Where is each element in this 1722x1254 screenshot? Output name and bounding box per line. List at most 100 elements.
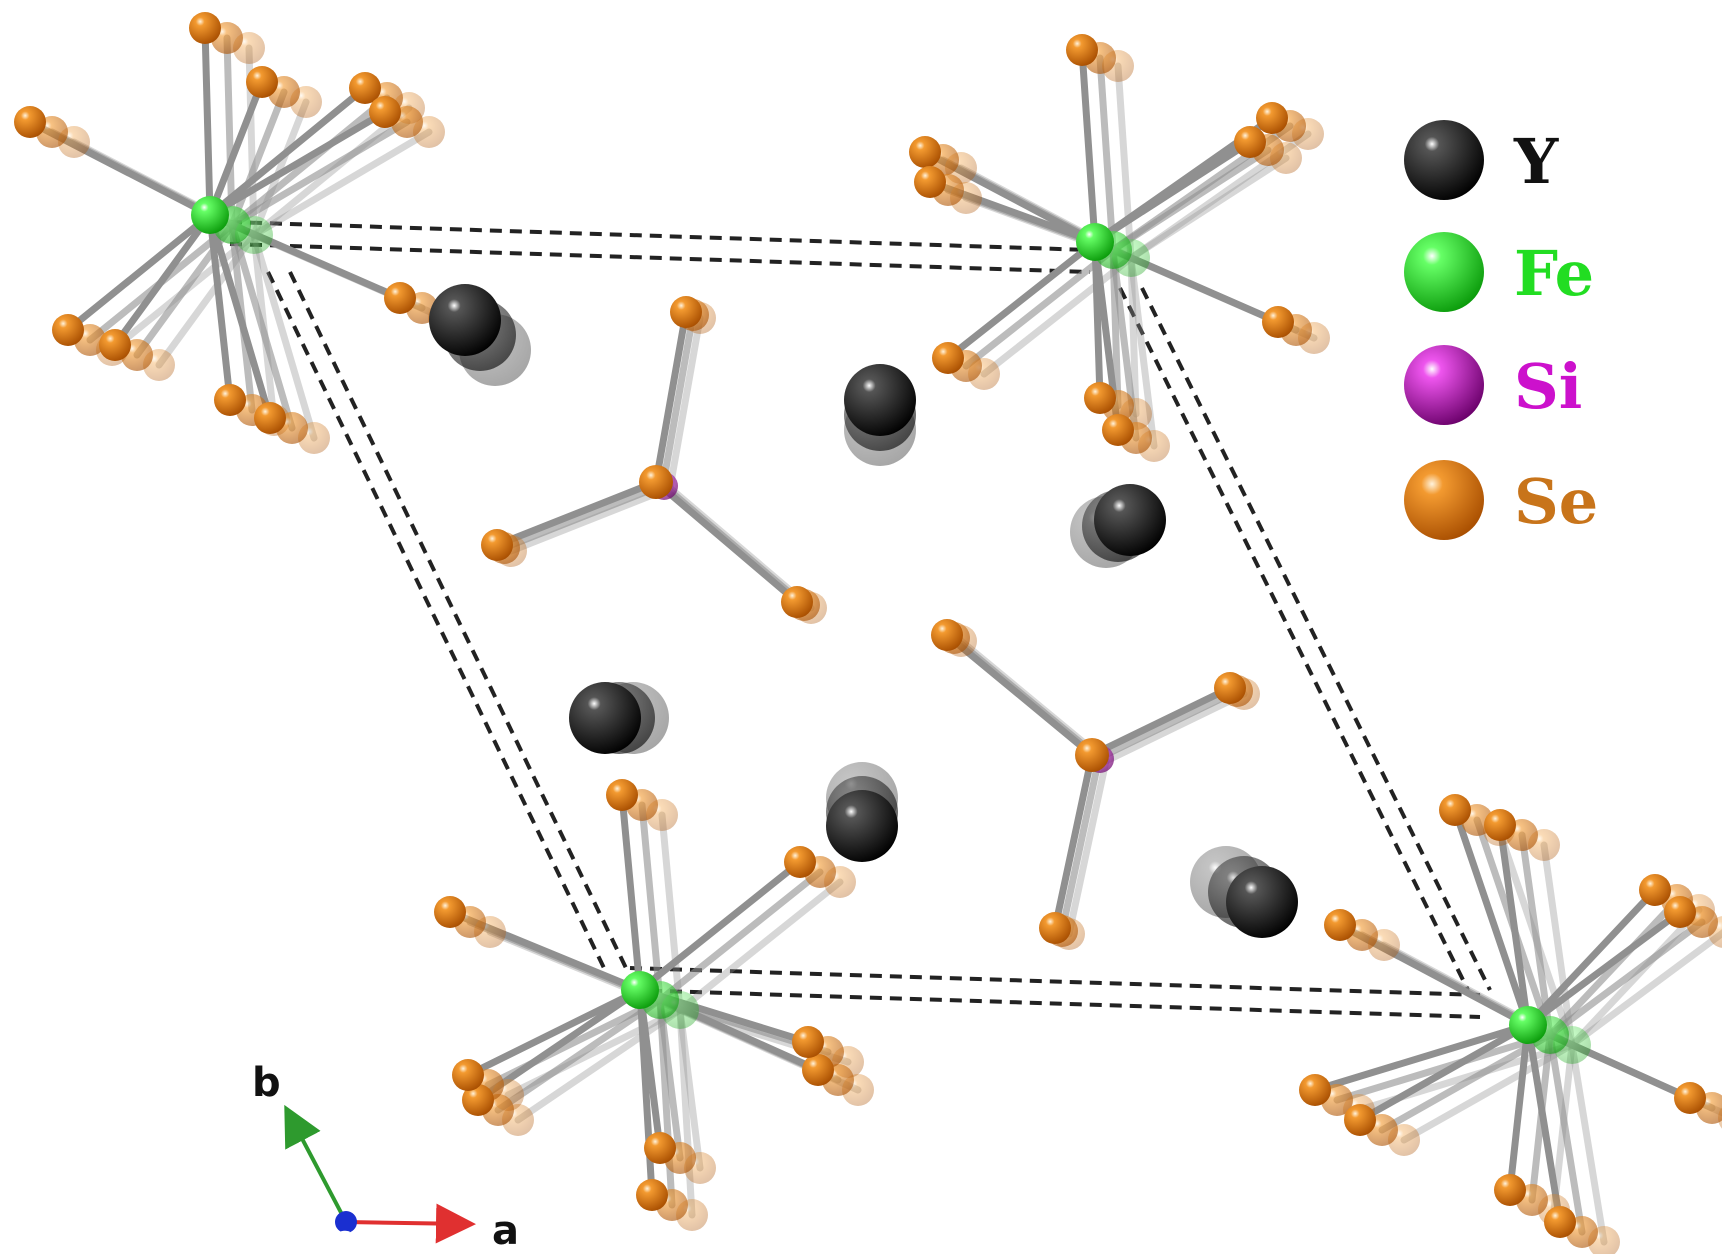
axis-c-label: c	[335, 1220, 352, 1253]
atom-se	[1484, 809, 1516, 841]
bond	[1568, 929, 1722, 1049]
atom-layer	[14, 12, 1722, 1254]
bond	[1568, 1041, 1608, 1246]
atom-se	[1075, 738, 1109, 772]
bond	[206, 84, 369, 219]
atom-se	[189, 12, 221, 44]
bond	[206, 211, 234, 404]
axis-a-arrow	[345, 1203, 476, 1244]
bond	[1496, 821, 1532, 1029]
axis-a-label: a	[492, 1208, 519, 1254]
atom-se	[1674, 1082, 1706, 1114]
bond	[1546, 896, 1681, 1039]
bond	[652, 308, 690, 486]
bond	[228, 118, 411, 229]
unit-cell-edge-right	[1118, 287, 1470, 991]
axis-indicator: a b c	[252, 1060, 519, 1254]
bond	[1524, 886, 1659, 1029]
bond	[1078, 46, 1099, 246]
bond	[636, 986, 664, 1152]
atom-se	[254, 402, 286, 434]
bond	[962, 246, 1117, 370]
atom-y	[826, 790, 898, 862]
bond	[618, 791, 644, 994]
unit-cell-outline	[229, 220, 1492, 1019]
atom-se	[452, 1059, 484, 1091]
atom-se	[909, 136, 941, 168]
bond	[1095, 687, 1241, 762]
bond	[250, 98, 310, 239]
unit-cell-edge-bottom	[629, 988, 1481, 1019]
atom-se	[932, 342, 964, 374]
atom-se	[1084, 382, 1116, 414]
bond	[1109, 246, 1122, 410]
bond	[676, 1006, 704, 1172]
bond	[1451, 806, 1532, 1029]
bond	[1524, 1021, 1564, 1226]
bond	[676, 878, 844, 1014]
legend-label-se: Se	[1514, 465, 1598, 538]
bond	[1333, 1031, 1554, 1104]
bond	[1524, 908, 1684, 1029]
bond	[656, 868, 824, 1004]
atom-se	[369, 96, 401, 128]
bond	[1051, 751, 1096, 932]
bond	[111, 211, 214, 349]
bond	[944, 238, 1099, 362]
atom-se	[792, 1026, 824, 1058]
bond	[228, 88, 288, 229]
bond	[1088, 684, 1234, 759]
atom-se	[1544, 1206, 1576, 1238]
atom-se	[1214, 672, 1246, 704]
atom-y	[569, 682, 641, 754]
bond	[493, 478, 660, 549]
bond	[206, 78, 266, 219]
bond	[943, 631, 1096, 759]
legend-swatch-si	[1404, 345, 1484, 425]
bond	[250, 231, 318, 442]
atom-se	[784, 846, 816, 878]
atom-se	[931, 619, 963, 651]
bond	[676, 1006, 696, 1219]
legend-item-y: Y	[1404, 120, 1559, 200]
atom-se	[1256, 102, 1288, 134]
bond	[464, 986, 644, 1079]
unit-cell-edge-bottom	[629, 966, 1481, 997]
bond	[494, 996, 664, 1114]
atom-se	[606, 779, 638, 811]
bond	[980, 254, 1135, 378]
bond	[666, 314, 704, 492]
atom-se	[481, 529, 513, 561]
bond	[1096, 54, 1117, 254]
bond	[652, 478, 801, 606]
bond	[201, 24, 214, 219]
atom-se	[1439, 794, 1471, 826]
bond	[1506, 1021, 1532, 1194]
atom-se	[781, 586, 813, 618]
bond	[206, 211, 274, 422]
legend-label-y: Y	[1513, 125, 1559, 198]
unit-cell-edge-left	[288, 271, 628, 969]
atom-se	[434, 896, 466, 928]
bond-layer	[26, 24, 1722, 1246]
axis-b-arrow	[284, 1104, 348, 1223]
bond	[206, 108, 389, 219]
bond	[1568, 906, 1703, 1049]
atom-se	[1664, 896, 1696, 928]
bond	[659, 311, 697, 489]
bond	[1356, 1021, 1532, 1124]
atom-se	[462, 1084, 494, 1116]
legend-label-si: Si	[1514, 350, 1582, 423]
bond	[1109, 146, 1272, 254]
atom-se	[246, 66, 278, 98]
unit-cell-edge-left	[266, 271, 606, 969]
bond	[228, 94, 391, 229]
atom-fe	[621, 971, 659, 1009]
atom-se	[670, 296, 702, 328]
bond	[1102, 690, 1248, 765]
atom-se	[384, 282, 416, 314]
atom-y	[1226, 866, 1298, 938]
legend: Y Fe Si Se	[1404, 120, 1598, 540]
bond	[1311, 1021, 1532, 1094]
